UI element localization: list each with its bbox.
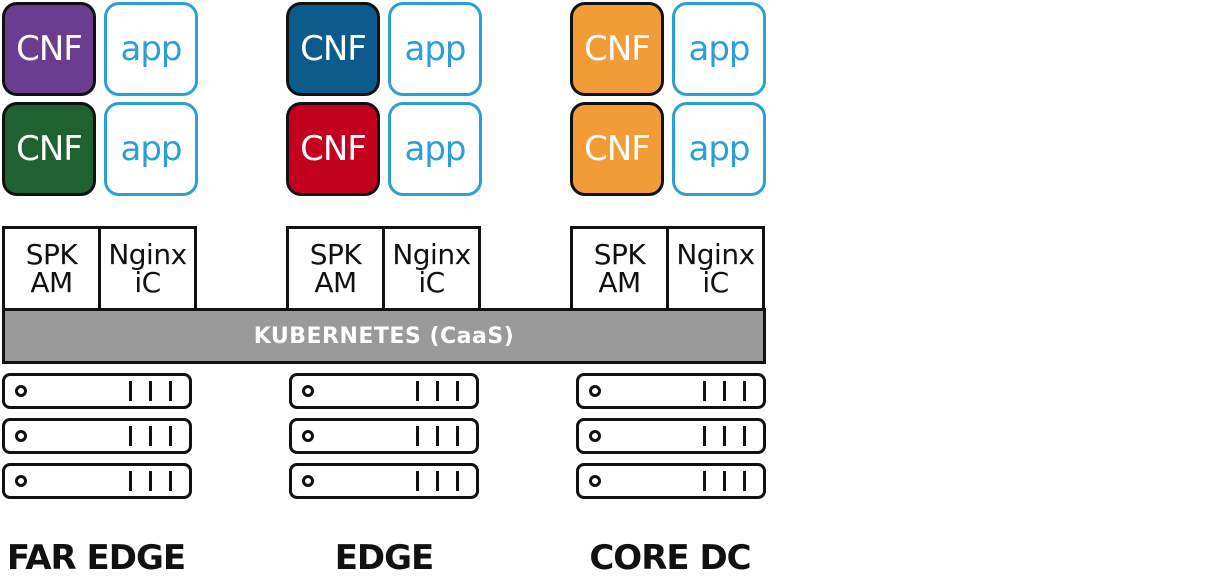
- server-slot-icon: [743, 381, 746, 401]
- server-rack-icon: [576, 463, 766, 499]
- server-slot-icon: [169, 426, 172, 446]
- server-slot-icon: [129, 471, 132, 491]
- server-slot-icon: [436, 426, 439, 446]
- far-edge-app-1: app: [104, 2, 198, 96]
- edge-spk-line1: SPK: [309, 238, 362, 271]
- server-led-icon: [15, 475, 27, 487]
- server-slot-icon: [416, 381, 419, 401]
- server-led-icon: [15, 430, 27, 442]
- server-led-icon: [302, 385, 314, 397]
- kubernetes-bar: KUBERNETES (CaaS): [2, 308, 766, 364]
- server-slot-icon: [703, 471, 706, 491]
- core-dc-app-2: app: [672, 102, 766, 196]
- edge-nginx-ic: Nginx iC: [382, 226, 481, 312]
- core-dc-cnf-2: CNF: [570, 102, 664, 196]
- core-dc-cnf-1: CNF: [570, 2, 664, 96]
- far-edge-cnf-1: CNF: [2, 2, 96, 96]
- far-edge-app-2: app: [104, 102, 198, 196]
- edge-label: EDGE: [334, 538, 435, 578]
- server-rack-icon: [2, 418, 192, 454]
- server-slot-icon: [723, 471, 726, 491]
- server-rack-icon: [2, 463, 192, 499]
- server-slot-icon: [723, 381, 726, 401]
- server-slot-icon: [169, 471, 172, 491]
- core-dc-nginx-ic: Nginx iC: [666, 226, 765, 312]
- server-led-icon: [302, 475, 314, 487]
- server-rack-icon: [289, 418, 479, 454]
- far-edge-nginx-line1: Nginx: [108, 238, 187, 271]
- edge-nginx-line1: Nginx: [392, 238, 471, 271]
- server-slot-icon: [129, 381, 132, 401]
- edge-nginx-line2: iC: [418, 266, 445, 299]
- server-rack-icon: [2, 373, 192, 409]
- server-slot-icon: [416, 426, 419, 446]
- core-dc-spk-line1: SPK: [593, 238, 646, 271]
- server-slot-icon: [416, 471, 419, 491]
- edge-cnf-2: CNF: [286, 102, 380, 196]
- server-slot-icon: [456, 381, 459, 401]
- edge-spk-line2: AM: [314, 266, 357, 299]
- far-edge-nginx-ic: Nginx iC: [98, 226, 197, 312]
- far-edge-nginx-line2: iC: [134, 266, 161, 299]
- server-rack-icon: [576, 418, 766, 454]
- server-slot-icon: [149, 426, 152, 446]
- server-led-icon: [302, 430, 314, 442]
- server-slot-icon: [703, 426, 706, 446]
- core-dc-nginx-line2: iC: [702, 266, 729, 299]
- core-dc-label: CORE DC: [589, 538, 751, 578]
- far-edge-spk-line2: AM: [30, 266, 73, 299]
- server-slot-icon: [436, 381, 439, 401]
- core-dc-spk-line2: AM: [598, 266, 641, 299]
- server-slot-icon: [436, 471, 439, 491]
- server-slot-icon: [149, 471, 152, 491]
- core-dc-nginx-line1: Nginx: [676, 238, 755, 271]
- server-slot-icon: [129, 426, 132, 446]
- kubernetes-label: KUBERNETES (CaaS): [253, 323, 515, 349]
- core-dc-app-1: app: [672, 2, 766, 96]
- server-slot-icon: [169, 381, 172, 401]
- far-edge-label: FAR EDGE: [6, 538, 186, 578]
- far-edge-spk-line1: SPK: [25, 238, 78, 271]
- server-slot-icon: [456, 426, 459, 446]
- edge-app-1: app: [388, 2, 482, 96]
- server-rack-icon: [289, 463, 479, 499]
- server-slot-icon: [149, 381, 152, 401]
- server-led-icon: [589, 475, 601, 487]
- edge-cnf-1: CNF: [286, 2, 380, 96]
- server-rack-icon: [289, 373, 479, 409]
- far-edge-cnf-2: CNF: [2, 102, 96, 196]
- server-led-icon: [589, 385, 601, 397]
- server-slot-icon: [456, 471, 459, 491]
- server-led-icon: [589, 430, 601, 442]
- server-slot-icon: [703, 381, 706, 401]
- far-edge-spk-am: SPK AM: [2, 226, 101, 312]
- server-rack-icon: [576, 373, 766, 409]
- core-dc-spk-am: SPK AM: [570, 226, 669, 312]
- edge-app-2: app: [388, 102, 482, 196]
- server-slot-icon: [723, 426, 726, 446]
- edge-spk-am: SPK AM: [286, 226, 385, 312]
- server-led-icon: [15, 385, 27, 397]
- server-slot-icon: [743, 471, 746, 491]
- server-slot-icon: [743, 426, 746, 446]
